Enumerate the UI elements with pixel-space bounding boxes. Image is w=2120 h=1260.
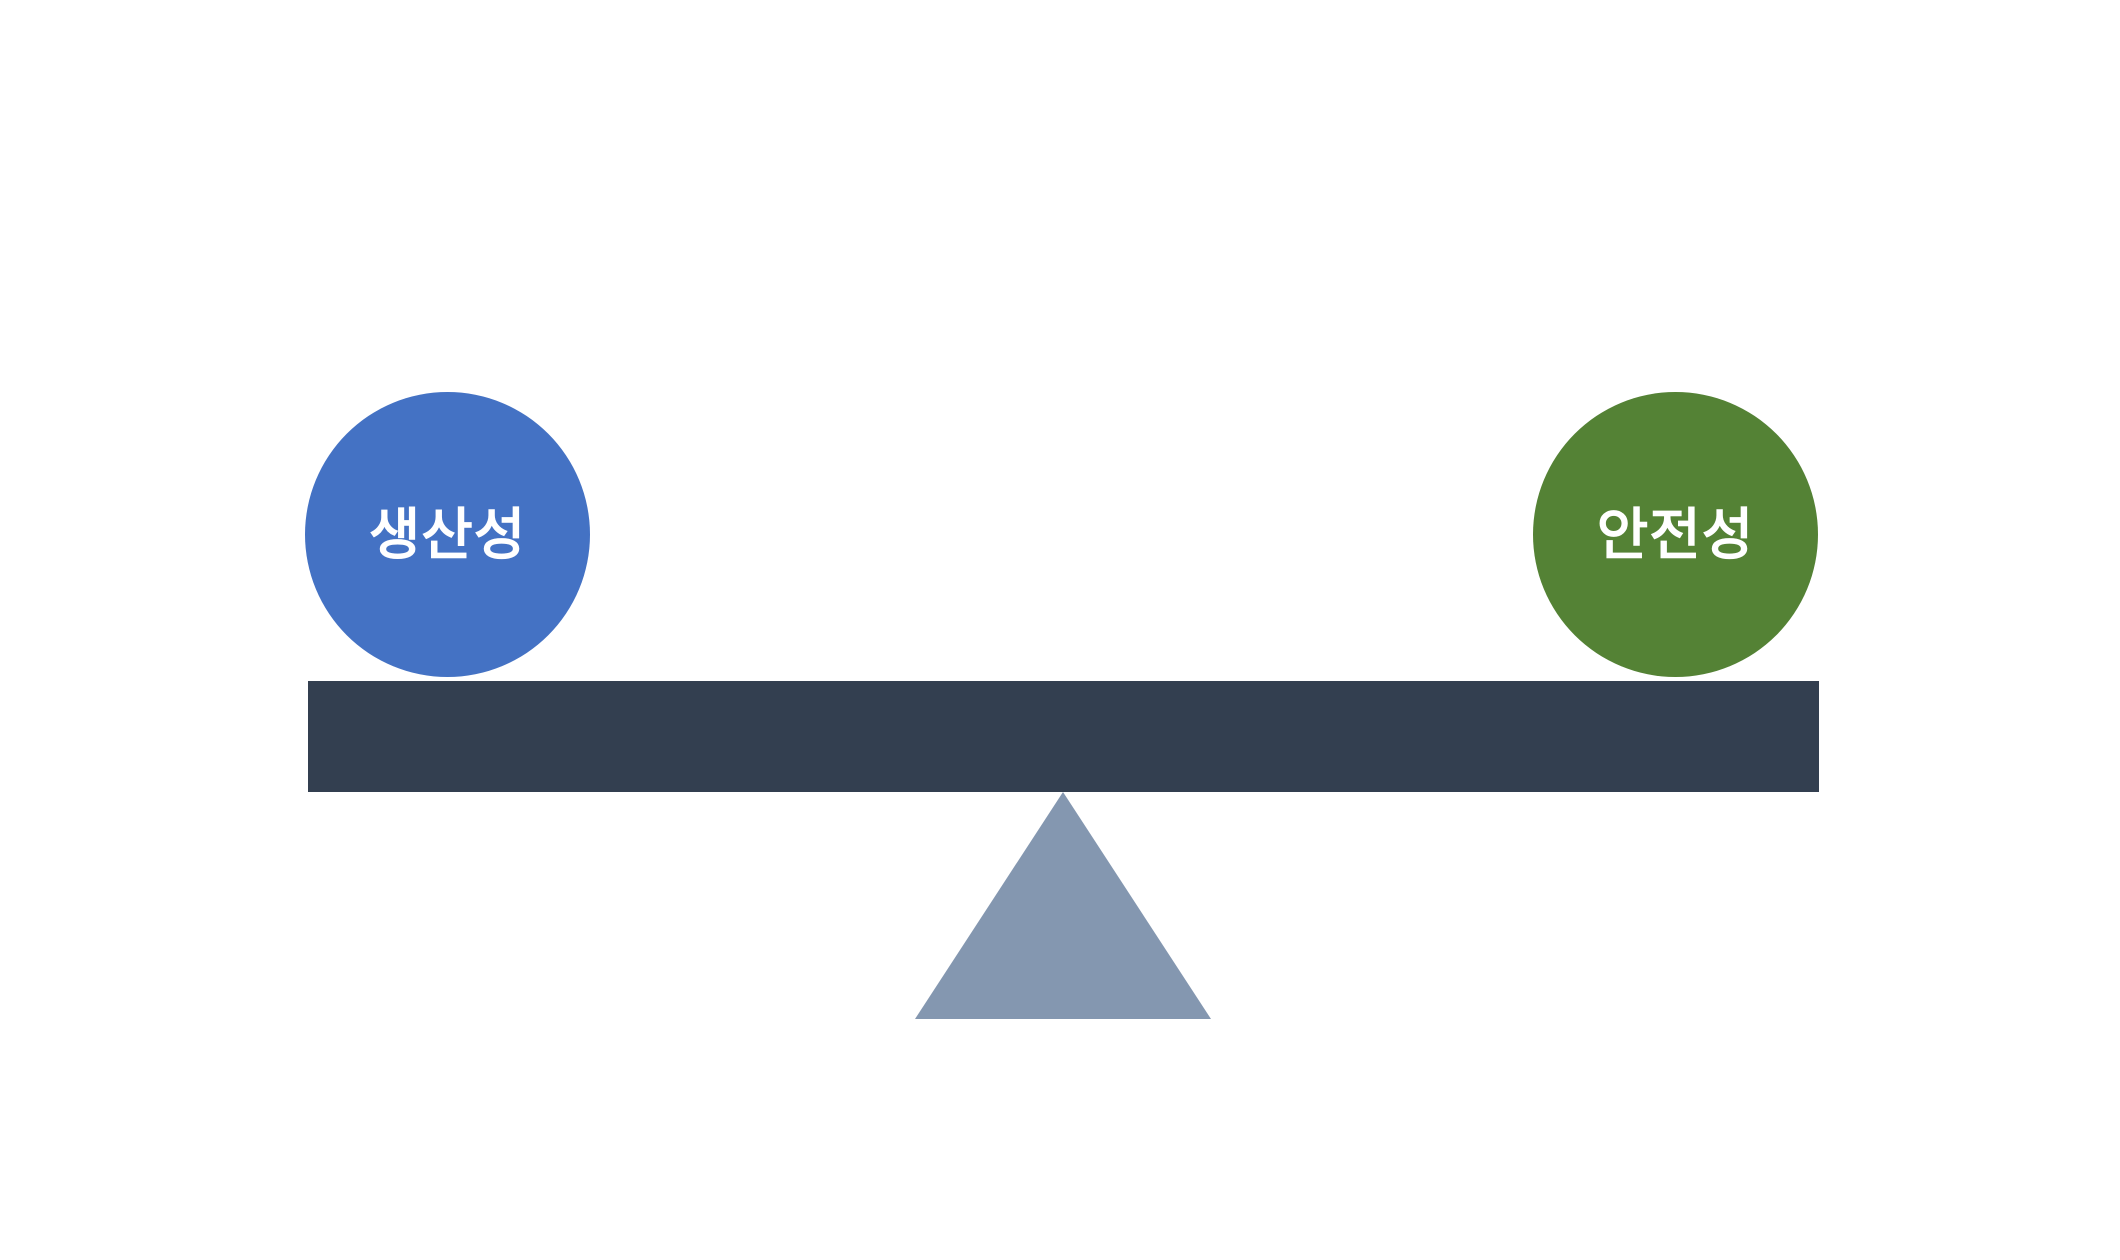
fulcrum-triangle — [915, 792, 1211, 1019]
safety-circle: 안전성 — [1533, 392, 1818, 677]
safety-label: 안전성 — [1596, 502, 1755, 566]
productivity-circle: 생산성 — [305, 392, 590, 677]
balance-beam — [308, 681, 1819, 792]
productivity-label: 생산성 — [368, 502, 527, 566]
